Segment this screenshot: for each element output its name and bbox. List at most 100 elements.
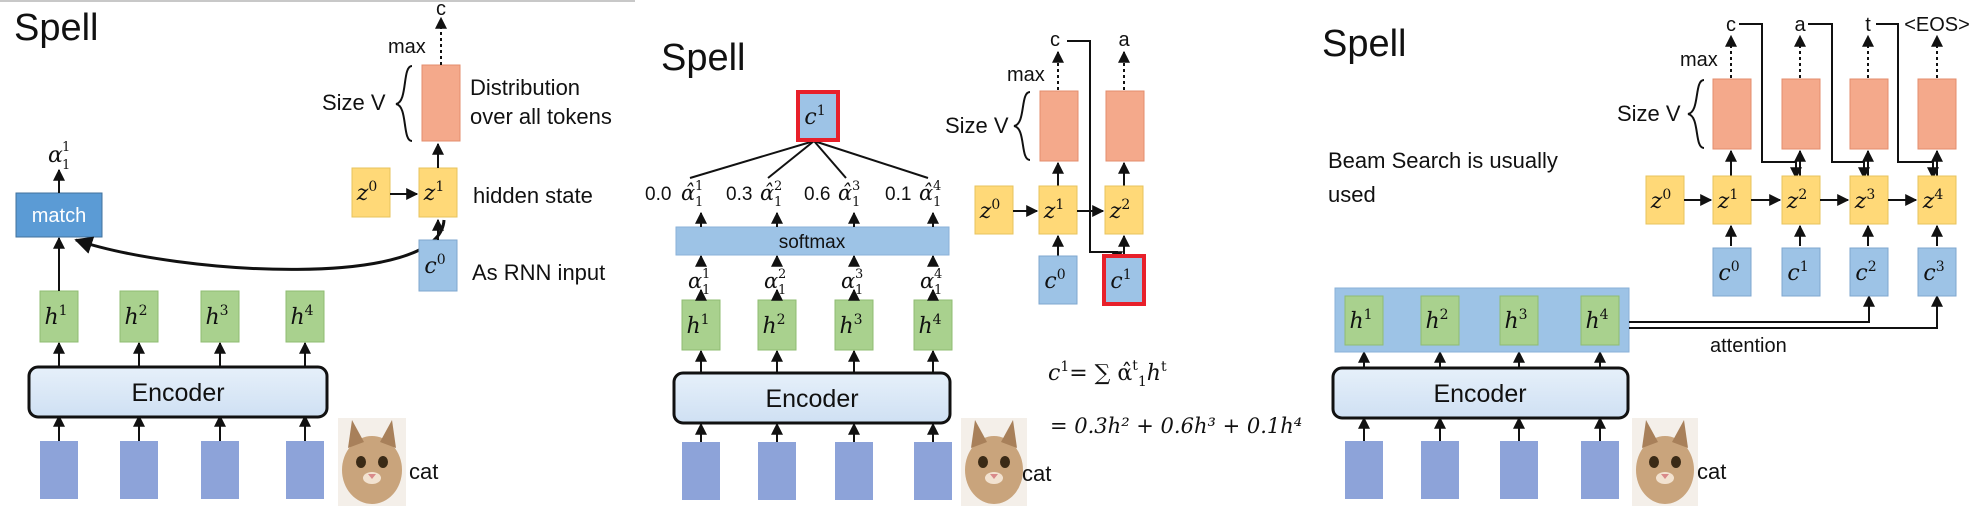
z-label: z2 — [1109, 197, 1131, 224]
hidden-state-label: hidden state — [473, 183, 593, 208]
panel-2: Spell Encoder h1 h2 — [645, 29, 1302, 506]
encoder-box — [672, 371, 952, 425]
hidden-h-row: h1 h2 h3 h4 — [681, 299, 953, 351]
input-vectors — [1345, 441, 1619, 499]
size-v-brace — [1687, 79, 1705, 149]
h-label: h4 — [1585, 307, 1608, 334]
distribution-box — [421, 64, 461, 142]
c-label: c0 — [1718, 259, 1739, 286]
size-v-brace — [395, 65, 413, 142]
z-to-dist-arrows — [1725, 149, 1943, 178]
cat-label: cat — [409, 459, 438, 484]
size-v-label: Size V — [1617, 101, 1681, 126]
rnn-input-label: As RNN input — [472, 260, 605, 285]
output-char: c — [436, 0, 446, 20]
equation-line1: c1= ∑ α̂t1ht — [1048, 358, 1167, 390]
c0-box — [1038, 255, 1078, 305]
c-label: c1 — [1787, 259, 1808, 286]
h-label: h3 — [205, 303, 228, 330]
c-to-z-arrows — [1725, 224, 1943, 246]
z1-box — [1038, 185, 1078, 235]
encoder-label: Encoder — [765, 385, 858, 413]
z0-label: z0 — [356, 179, 378, 206]
attention-label: attention — [1710, 335, 1787, 357]
encoder-arrows — [695, 349, 939, 373]
z-label: z0 — [979, 197, 1001, 224]
input-arrows — [53, 414, 311, 441]
z1-to-match-curve — [74, 219, 446, 271]
c-label: c1 — [1110, 267, 1131, 294]
cat-image — [338, 418, 406, 506]
output-char: t — [1865, 14, 1871, 36]
h-label: h3 — [1504, 307, 1527, 334]
c1-context-box — [796, 90, 840, 142]
z1-label: z1 — [423, 179, 445, 206]
h-to-alpha-arrows — [695, 288, 939, 301]
output-char: a — [1118, 29, 1130, 51]
size-v-brace — [1013, 91, 1031, 161]
max-label: max — [1680, 49, 1718, 71]
output-char: c — [1726, 14, 1736, 36]
attention-lines — [1629, 294, 1943, 329]
h-label: h1 — [686, 312, 709, 339]
output-char: <EOS> — [1904, 14, 1970, 36]
encoder-arrows — [53, 341, 311, 367]
h-label: h2 — [1425, 307, 1448, 334]
c1-label: c1 — [804, 103, 825, 130]
encoder-label: Encoder — [131, 379, 224, 407]
equation-line2: = 0.3h² + 0.6h³ + 0.1h⁴ — [1050, 414, 1302, 438]
encoder-box — [1331, 366, 1630, 420]
hidden-h-row: h1 h2 h3 h4 — [1344, 295, 1620, 346]
h-box — [119, 290, 159, 343]
weight-label: 0.0 — [645, 184, 671, 205]
cat-label: cat — [1022, 461, 1051, 486]
beam-line2: used — [1328, 182, 1376, 207]
input-arrows — [695, 422, 939, 442]
weight-label: 0.6 — [804, 184, 830, 205]
c-label: c2 — [1855, 259, 1876, 286]
z-label: z0 — [1650, 187, 1672, 214]
h-box — [285, 290, 325, 343]
input-vector — [120, 441, 158, 499]
z-label: z1 — [1043, 197, 1065, 224]
h-box — [39, 290, 79, 343]
c-row: c0 c1 c2 c3 — [1712, 247, 1957, 297]
size-v-label: Size V — [945, 113, 1009, 138]
input-vector — [286, 441, 324, 499]
dist-line2: over all tokens — [470, 104, 612, 129]
h-box — [200, 290, 240, 343]
weight-label: 0.1 — [885, 184, 911, 205]
h-label: h4 — [290, 303, 313, 330]
distribution-box — [1039, 90, 1079, 162]
z-row: z0 z1 z2 z3 z4 — [1645, 175, 1957, 225]
z1-box — [418, 167, 458, 218]
panel-3: Spell Beam Search is usually used Encode… — [1322, 14, 1970, 506]
input-vector — [40, 441, 78, 499]
panel2-title: Spell — [661, 37, 746, 79]
output-char: a — [1794, 14, 1806, 36]
panel1-title: Spell — [14, 7, 99, 49]
h-label: h2 — [124, 303, 147, 330]
c-label: c3 — [1923, 259, 1944, 286]
distribution-box — [1105, 90, 1145, 162]
beam-line1: Beam Search is usually — [1328, 148, 1558, 173]
input-vectors — [682, 442, 952, 500]
input-vectors — [40, 441, 324, 499]
feedback-arrows — [1739, 23, 1939, 180]
panel3-title: Spell — [1322, 23, 1407, 65]
z0-box — [351, 167, 391, 218]
max-label: max — [1007, 64, 1045, 86]
c-label: c0 — [1044, 267, 1065, 294]
z0-box — [974, 185, 1014, 235]
alpha-to-softmax-arrows — [695, 254, 939, 267]
h-label: h1 — [44, 303, 67, 330]
